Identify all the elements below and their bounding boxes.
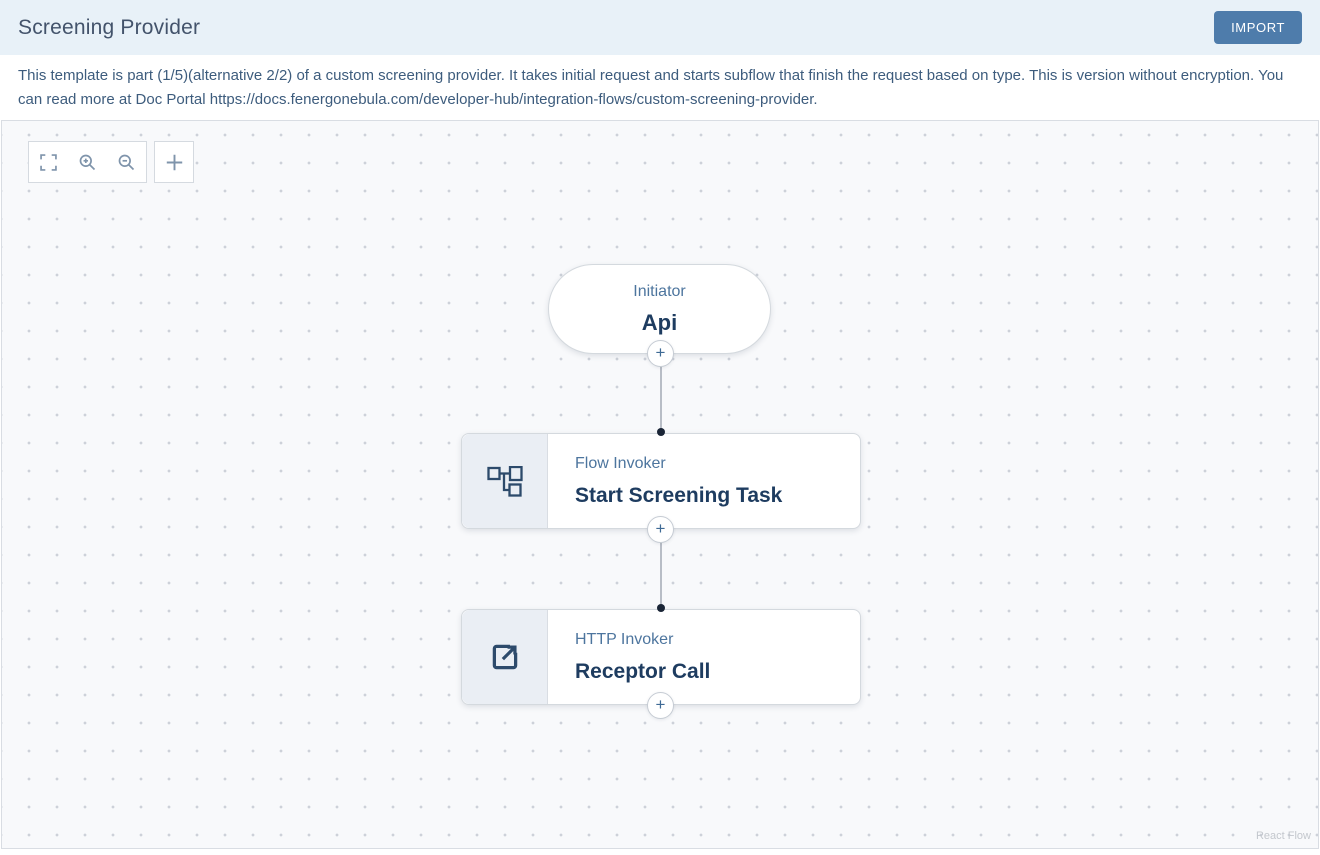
page-header: Screening Provider IMPORT — [0, 0, 1320, 55]
fit-view-button[interactable] — [29, 142, 68, 182]
add-node-button[interactable] — [154, 141, 194, 183]
zoom-out-icon — [118, 154, 135, 170]
zoom-in-icon — [79, 154, 96, 170]
add-step-button[interactable]: + — [647, 340, 674, 367]
node-type-label: Flow Invoker — [575, 455, 666, 472]
fit-view-icon — [40, 153, 57, 171]
zoom-in-button[interactable] — [68, 142, 107, 182]
edge-flow-invoker-to-http-invoker — [660, 543, 662, 608]
node-title: Api — [641, 310, 678, 335]
node-type-label: Initiator — [633, 283, 686, 300]
import-button[interactable]: IMPORT — [1214, 11, 1302, 44]
node-flow-invoker[interactable]: Flow Invoker Start Screening Task — [461, 433, 861, 529]
plus-icon: + — [655, 694, 666, 714]
node-type-label: HTTP Invoker — [575, 631, 674, 648]
node-body: Flow Invoker Start Screening Task — [548, 434, 860, 528]
node-icon-section — [462, 434, 548, 528]
flow-canvas[interactable]: Initiator Api + Flow Invoker Start Scree… — [1, 120, 1319, 849]
edge-target-handle — [657, 604, 665, 612]
edge-initiator-to-flow-invoker — [660, 367, 662, 432]
node-title: Receptor Call — [575, 660, 711, 683]
plus-icon: + — [655, 342, 666, 362]
plus-icon — [166, 154, 182, 170]
plus-icon: + — [655, 518, 666, 538]
node-title: Start Screening Task — [575, 484, 783, 507]
zoom-controls-group — [28, 141, 147, 183]
external-link-icon — [492, 644, 517, 670]
template-description: This template is part (1/5)(alternative … — [0, 55, 1320, 112]
node-initiator[interactable]: Initiator Api — [548, 264, 771, 354]
flow-invoker-icon — [486, 465, 523, 497]
zoom-out-button[interactable] — [107, 142, 146, 182]
node-http-invoker[interactable]: HTTP Invoker Receptor Call — [461, 609, 861, 705]
add-step-button[interactable]: + — [647, 516, 674, 543]
canvas-toolbar — [28, 141, 194, 183]
react-flow-attribution[interactable]: React Flow — [1255, 830, 1311, 842]
node-body: HTTP Invoker Receptor Call — [548, 610, 860, 704]
add-step-button[interactable]: + — [647, 692, 674, 719]
node-icon-section — [462, 610, 548, 704]
page-title: Screening Provider — [18, 15, 201, 39]
edge-target-handle — [657, 428, 665, 436]
